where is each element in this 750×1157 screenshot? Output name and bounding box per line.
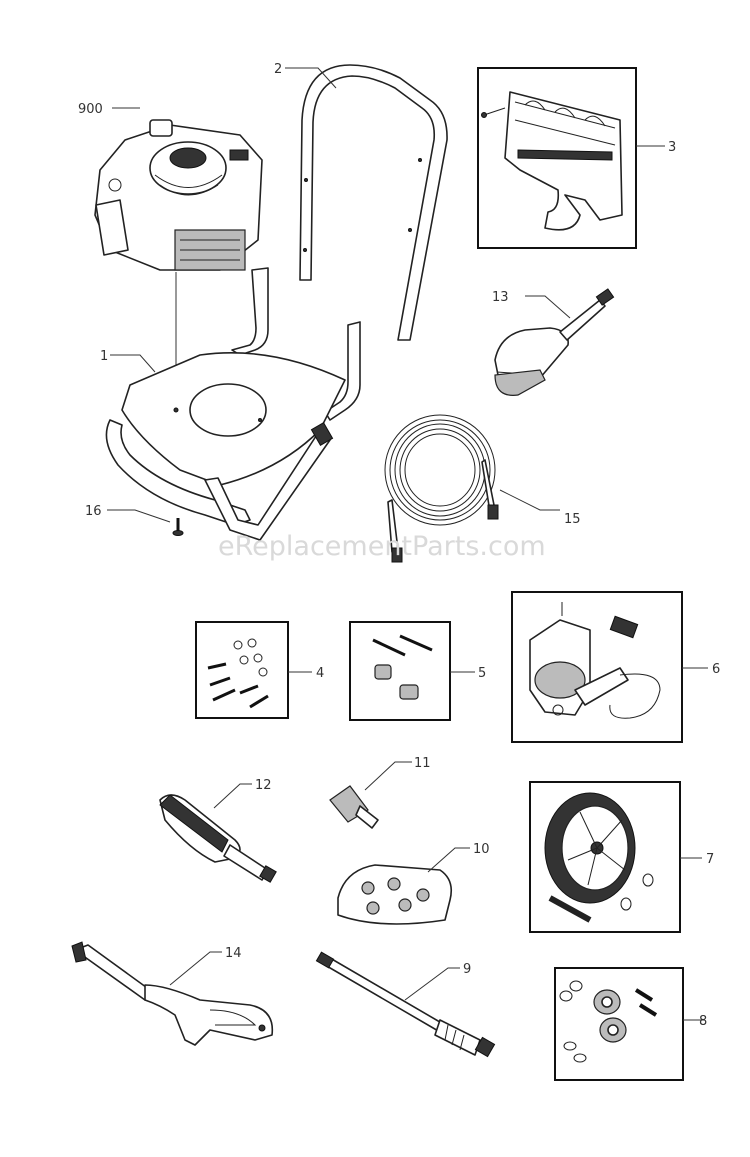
bolts-kit-part-5[interactable] <box>372 634 433 700</box>
nozzle-set-part-10[interactable] <box>337 864 453 925</box>
label-part-5: 5 <box>478 666 486 681</box>
label-part-1: 1 <box>100 349 108 364</box>
pump-part-6[interactable] <box>529 602 661 719</box>
label-part-4: 4 <box>316 666 324 681</box>
label-part-8: 8 <box>699 1014 707 1029</box>
label-part-12: 12 <box>255 778 272 793</box>
brush-part-13[interactable] <box>494 288 615 396</box>
label-part-9: 9 <box>463 962 471 977</box>
label-part-16: 16 <box>85 504 102 519</box>
engine-part-900[interactable] <box>94 119 263 271</box>
scrub-brush-part-12[interactable] <box>159 794 277 883</box>
box-part-4 <box>195 621 289 719</box>
bracket-part-3[interactable] <box>481 91 623 231</box>
label-part-14: 14 <box>225 946 242 961</box>
label-part-900: 900 <box>78 102 103 117</box>
hose-part-15[interactable] <box>384 414 499 563</box>
label-part-7: 7 <box>706 852 714 867</box>
box-part-3 <box>477 67 637 249</box>
nozzle-part-11[interactable] <box>329 785 379 829</box>
frame-part-1[interactable] <box>105 267 361 541</box>
label-part-6: 6 <box>712 662 720 677</box>
hardware-kit-part-4[interactable] <box>207 638 269 709</box>
label-part-15: 15 <box>564 512 581 527</box>
box-part-5 <box>349 621 451 721</box>
wheel-hardware-part-8[interactable] <box>559 980 658 1063</box>
label-part-11: 11 <box>414 756 431 771</box>
wand-part-9[interactable] <box>315 951 496 1058</box>
wheel-part-7[interactable] <box>544 792 654 923</box>
handle-part-2[interactable] <box>299 64 448 341</box>
label-part-10: 10 <box>473 842 490 857</box>
screw-part-16[interactable] <box>172 518 184 536</box>
spray-gun-part-14[interactable] <box>71 941 274 1046</box>
box-part-7 <box>529 781 681 933</box>
box-part-6 <box>511 591 683 743</box>
label-part-3: 3 <box>668 140 676 155</box>
label-part-13: 13 <box>492 290 509 305</box>
box-part-8 <box>554 967 684 1081</box>
label-part-2: 2 <box>274 62 282 77</box>
watermark-text: eReplacementParts.com <box>218 531 546 562</box>
